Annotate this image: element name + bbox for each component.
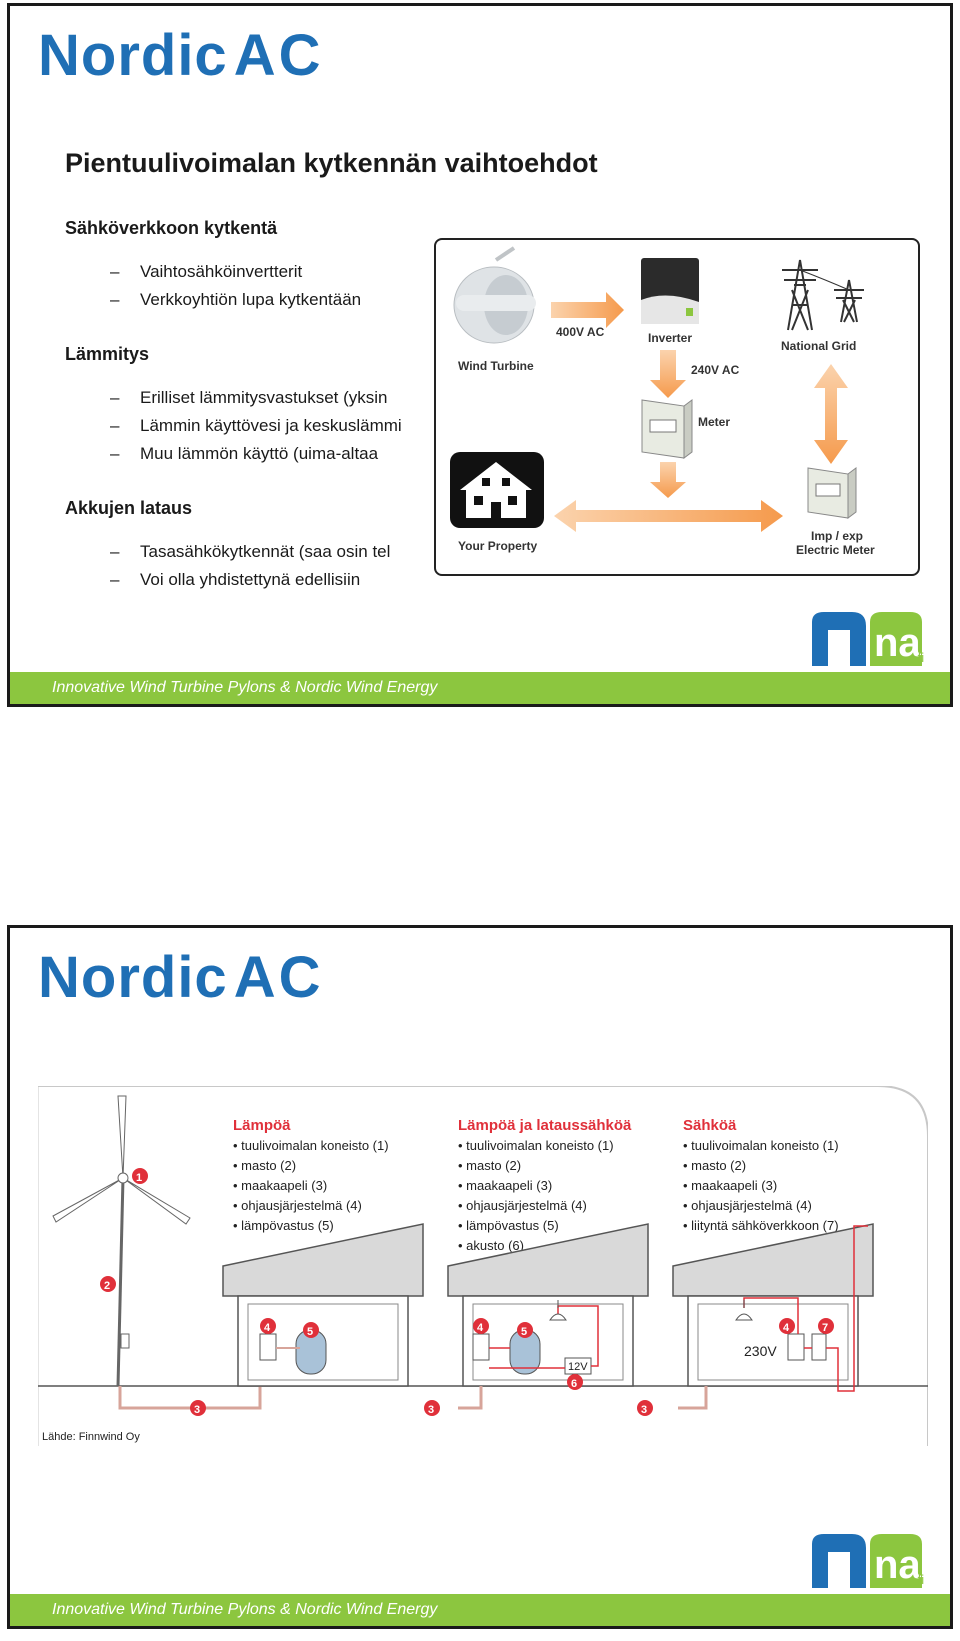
column-heading: Sähköä [683,1117,737,1134]
list-item: –Tasasähkökytkennät (saa osin tel [110,542,391,561]
svg-text:5: 5 [307,1326,313,1338]
wind-turbine-icon [453,246,536,344]
lamp-icon [735,1300,753,1321]
list-item: • liitynt­ä sähköverkkoon (7) [683,1218,839,1233]
marker-4: 4 [260,1318,276,1334]
list-item: • akusto (6) [458,1238,524,1253]
list-item: • lämpövastus (5) [458,1218,559,1233]
arrow-icon [650,350,686,398]
marker-4: 4 [473,1318,489,1334]
list-item: –Voi olla yhdistettynä edellisiin [110,570,361,589]
marker-7: 7 [818,1318,834,1334]
double-arrow-icon [814,364,848,464]
svg-text:5: 5 [521,1326,527,1338]
svg-text:4: 4 [477,1322,484,1334]
list-item: • ohjausjärjestelmä (4) [458,1198,587,1213]
list-item: • ohjausjärjestelmä (4) [683,1198,812,1213]
marker-5: 5 [303,1322,319,1338]
imp-exp-label: Imp / exp [811,529,863,543]
house-icon [447,1223,649,1410]
section-heading: Akkujen lataus [65,498,193,518]
arrow-icon [650,462,686,498]
source-label: Lähde: Finnwind Oy [42,1431,140,1443]
section-heading: Lämmitys [65,344,150,364]
lamp-icon [549,1300,567,1321]
voltage-240-label: 240V AC [691,363,740,377]
marker-4: 4 [779,1318,795,1334]
list-item: • maakaapeli (3) [233,1178,327,1193]
national-grid-label: National Grid [781,339,856,353]
column-heading: Lämpöä [233,1117,291,1134]
list-item: • tuulivoimalan koneisto (1) [233,1138,389,1153]
mains-voltage-label: 230V [744,1343,777,1359]
marker-3: 3 [637,1400,653,1416]
list-item: –Vaihtosähköinvertterit [110,262,303,281]
list-item: –Verkkoyhtiön lupa kytkentään [110,290,362,309]
nac-logo-icon: nac .fi [812,1534,940,1588]
connection-options-diagram: Lämpöä • tuulivoimalan koneisto (1) • ma… [37,1085,929,1446]
connection-options-svg: Lämpöä • tuulivoimalan koneisto (1) • ma… [37,1085,929,1446]
svg-text:4: 4 [264,1322,271,1334]
list-item: –Muu lämmön käyttö (uima-altaa [110,444,379,463]
list-item: • lämpövastus (5) [233,1218,334,1233]
section-heading: Sähköverkkoon kytkentä [65,218,278,238]
house-icon [672,1223,874,1410]
svg-text:1: 1 [136,1172,142,1184]
voltage-400-label: 400V AC [556,325,605,339]
house-icon [222,1223,424,1387]
meter-label: Meter [698,415,730,429]
arrow-icon [551,292,624,328]
svg-text:7: 7 [822,1322,828,1334]
nac-badge-suffix: .fi [914,1572,924,1587]
footer: Innovative Wind Turbine Pylons & Nordic … [10,1594,950,1626]
marker-6: 6 [567,1374,583,1390]
marker-2: 2 [100,1276,116,1292]
list-item: –Lämmin käyttövesi ja keskuslämmi [110,416,402,435]
electric-meter-icon [807,467,857,519]
your-property-label: Your Property [458,539,537,553]
list-item: –Erilliset lämmitysvastukset (yksin [110,388,388,407]
grid-connection-svg: Wind Turbine 400V AC Inverter National G… [450,246,875,557]
grid-connection-diagram: Wind Turbine 400V AC Inverter National G… [434,238,920,576]
nac-badge-text: nac [874,621,940,665]
list-item: • tuulivoimalan koneisto (1) [683,1138,839,1153]
inverter-icon [641,258,699,324]
list-item: • masto (2) [683,1158,746,1173]
svg-text:2: 2 [104,1280,110,1292]
list-item: • tuulivoimalan koneisto (1) [458,1138,614,1153]
battery-voltage-label: 12V [568,1361,588,1373]
marker-1: 1 [132,1168,148,1184]
inverter-label: Inverter [648,331,692,345]
list-item: • ohjausjärjestelmä (4) [233,1198,362,1213]
nac-logo-icon: nac .fi [812,612,940,666]
svg-text:3: 3 [641,1404,647,1416]
page-title: Pientuulivoimalan kytkennän vaihtoehdot [65,148,598,178]
marker-5: 5 [517,1322,533,1338]
svg-text:3: 3 [428,1404,434,1416]
wind-turbine-label: Wind Turbine [458,359,534,373]
list-item: • masto (2) [458,1158,521,1173]
house-icon [450,452,544,528]
list-item: • maakaapeli (3) [458,1178,552,1193]
column-heading: Lämpöä ja latauss­ähköä [458,1117,632,1134]
wind-turbine-icon [52,1095,191,1387]
marker-3: 3 [424,1400,440,1416]
double-arrow-icon [554,500,783,532]
nac-badge-suffix: .fi [914,650,924,665]
footer: Innovative Wind Turbine Pylons & Nordic … [10,672,950,704]
meter-icon [641,399,693,459]
svg-text:3: 3 [194,1404,200,1416]
pylon-icon [782,259,864,331]
nac-badge-text: nac [874,1543,940,1587]
list-item: • masto (2) [233,1158,296,1173]
electric-meter-label: Electric Meter [796,543,875,557]
svg-text:4: 4 [783,1322,790,1334]
svg-text:6: 6 [571,1378,577,1390]
marker-3: 3 [190,1400,206,1416]
list-item: • maakaapeli (3) [683,1178,777,1193]
